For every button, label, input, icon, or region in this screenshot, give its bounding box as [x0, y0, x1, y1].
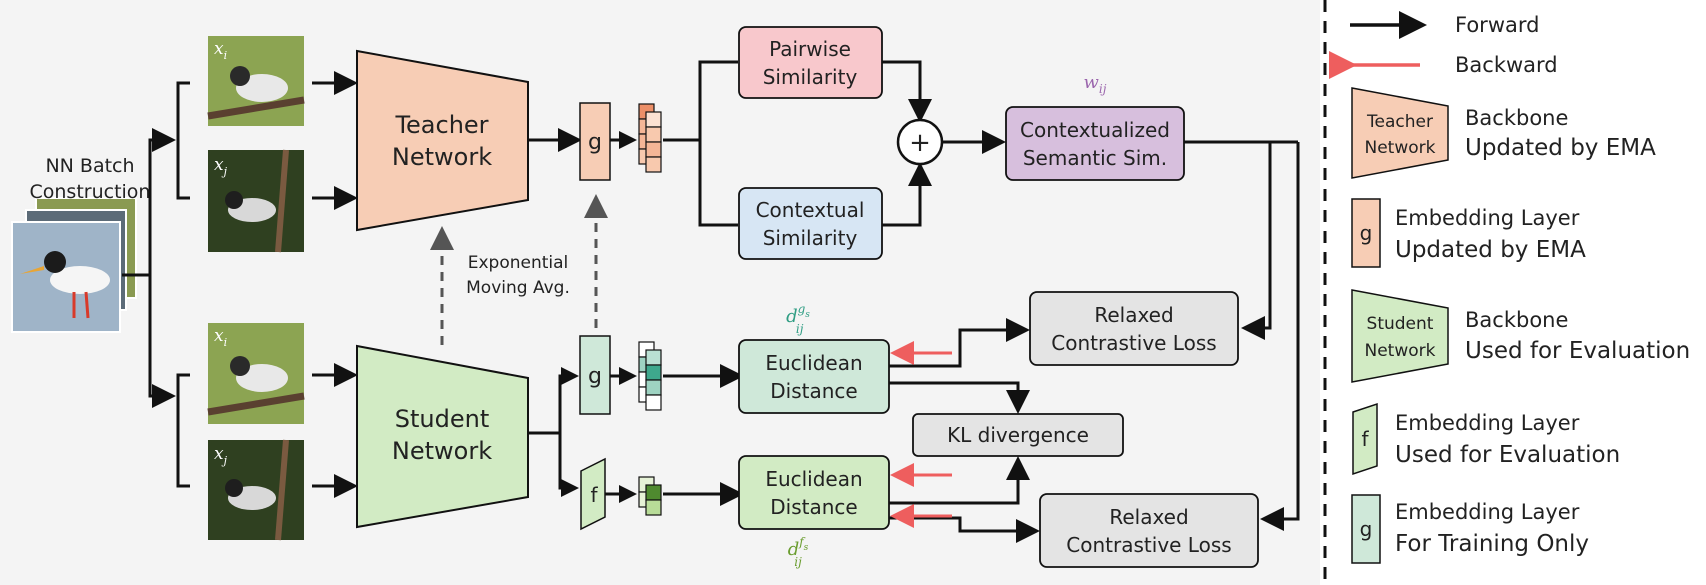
euclidean-distance-g-box: [738, 339, 890, 414]
pairwise-label-line2: Similarity: [763, 65, 858, 89]
teacher-network-label-line1: Teacher: [394, 111, 488, 139]
plus-symbol: +: [909, 128, 931, 158]
legend-student-icon: [1351, 289, 1449, 383]
xj-teacher-label: xj: [214, 155, 228, 178]
image-xi-teacher: [207, 36, 305, 126]
xi-student-label: xi: [214, 326, 227, 349]
contextual-label-line1: Contextual: [756, 198, 865, 222]
student-g-embedding: [638, 341, 662, 411]
legend-g-train-icon: [1351, 494, 1381, 564]
teacher-g-label: g: [588, 130, 602, 155]
euclidean-distance-f-box: [738, 455, 890, 530]
similarity-to-plus-arrows: [882, 60, 932, 227]
student-network-label-line2: Network: [392, 437, 492, 465]
xi-teacher-label: xi: [214, 39, 227, 62]
weight-connectors: [1184, 140, 1300, 531]
ema-label-line1: Exponential: [468, 253, 569, 273]
student-f-embedding: [638, 476, 662, 516]
image-xi-student: [207, 323, 305, 424]
teacher-embedding: [638, 103, 662, 173]
pairwise-label-line1: Pairwise: [769, 37, 851, 61]
legend-backward-label: Backward: [1455, 53, 1558, 77]
euclid-top-line1: Euclidean: [765, 351, 862, 375]
legend-teacher-icon-line1: Teacher: [1366, 112, 1433, 132]
contextualized-label-line1: Contextualized: [1020, 118, 1170, 142]
teacher-embed-connectors: [663, 60, 738, 227]
legend-student-icon-line2: Network: [1365, 341, 1436, 361]
student-branch-connectors: [528, 367, 579, 497]
student-network-label-line1: Student: [395, 405, 489, 433]
teacher-network-label-line2: Network: [392, 143, 492, 171]
teacher-network: [356, 49, 529, 232]
legend-g-ema-desc1: Embedding Layer: [1395, 206, 1580, 230]
student-f-layer: [580, 457, 606, 531]
batch-connectors: [122, 81, 190, 488]
legend-teacher-icon: [1351, 87, 1449, 179]
loss-top-line2: Contrastive Loss: [1051, 331, 1216, 355]
loss-bottom-line1: Relaxed: [1109, 505, 1188, 529]
legend-g-train-icon-label: g: [1360, 517, 1373, 541]
loss-bottom-line2: Contrastive Loss: [1066, 533, 1231, 557]
contextual-label-line2: Similarity: [763, 226, 858, 250]
student-g-label: g: [588, 364, 602, 389]
image-arrows: [312, 71, 358, 498]
legend-student-desc1: Backbone: [1465, 308, 1568, 332]
batch-label-line1: NN Batch: [45, 155, 134, 177]
student-f-label: f: [590, 483, 598, 507]
euclid-bottom-line2: Distance: [770, 495, 857, 519]
contextualized-label-line2: Semantic Sim.: [1023, 146, 1167, 170]
legend-g-ema-icon: [1351, 198, 1381, 268]
relaxed-contrastive-loss-bottom: [1039, 493, 1259, 568]
legend-g-ema-icon-label: g: [1360, 221, 1373, 245]
legend-f-icon: [1352, 402, 1378, 476]
xj-student-label: xj: [214, 444, 228, 467]
legend-student-desc2: Used for Evaluation: [1465, 338, 1690, 364]
ema-label-line2: Moving Avg.: [466, 278, 570, 298]
legend-teacher-desc1: Backbone: [1465, 106, 1568, 130]
legend-f-desc2: Used for Evaluation: [1395, 442, 1620, 468]
legend-f-icon-label: f: [1361, 427, 1369, 451]
batch-label-line2: Construction: [30, 181, 151, 203]
legend-f-desc1: Embedding Layer: [1395, 411, 1580, 435]
legend-teacher-icon-line2: Network: [1365, 138, 1436, 158]
euclid-top-line2: Distance: [770, 379, 857, 403]
loss-top-line1: Relaxed: [1094, 303, 1173, 327]
legend-teacher-desc2: Updated by EMA: [1465, 135, 1656, 161]
image-xj-teacher: [208, 149, 304, 253]
euclid-bottom-line1: Euclidean: [765, 467, 862, 491]
relaxed-contrastive-loss-top: [1029, 291, 1239, 366]
legend-forward-label: Forward: [1455, 13, 1539, 37]
student-network: [356, 344, 529, 529]
wij-label: wij: [1084, 72, 1107, 96]
image-xj-student: [208, 439, 304, 541]
backward-arrows: [890, 341, 952, 528]
legend-g-train-desc1: Embedding Layer: [1395, 500, 1580, 524]
nn-batch-stack: [11, 197, 137, 333]
legend-student-icon-line1: Student: [1367, 314, 1434, 334]
ema-arrows: [430, 194, 608, 345]
legend-g-ema-desc2: Updated by EMA: [1395, 237, 1586, 263]
euclid-forward-arrows: [889, 318, 1040, 543]
legend-g-train-desc2: For Training Only: [1395, 531, 1589, 557]
kl-label: KL divergence: [947, 423, 1089, 447]
